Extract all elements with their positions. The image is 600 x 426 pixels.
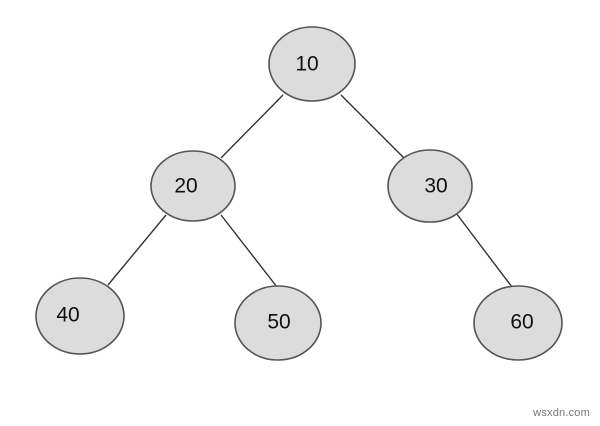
node-label-10: 10 bbox=[295, 53, 318, 76]
node-label-30: 30 bbox=[424, 175, 447, 198]
tree-node-60[interactable]: 60 bbox=[473, 285, 563, 361]
node-label-20: 20 bbox=[174, 175, 197, 198]
tree-edge-n20-n50 bbox=[220, 214, 278, 288]
node-circle-40 bbox=[35, 277, 125, 355]
tree-node-30[interactable]: 30 bbox=[387, 149, 473, 223]
tree-node-40[interactable]: 40 bbox=[35, 277, 125, 355]
tree-edge-n20-n40 bbox=[107, 214, 167, 286]
node-circle-20 bbox=[150, 150, 236, 222]
tree-edge-n10-n20 bbox=[220, 94, 284, 159]
tree-nodes: 10 20 30 40 50 60 bbox=[35, 26, 563, 361]
tree-edges bbox=[107, 94, 513, 288]
node-circle-10 bbox=[268, 26, 356, 102]
node-circle-30 bbox=[387, 149, 473, 223]
tree-node-10[interactable]: 10 bbox=[268, 26, 356, 102]
node-circle-60 bbox=[473, 285, 563, 361]
tree-node-20[interactable]: 20 bbox=[150, 150, 236, 222]
tree-node-50[interactable]: 50 bbox=[234, 285, 322, 361]
node-label-50: 50 bbox=[267, 311, 290, 334]
node-label-40: 40 bbox=[56, 304, 79, 327]
node-circle-50 bbox=[234, 285, 322, 361]
watermark-text: wsxdn.com bbox=[533, 407, 590, 419]
tree-edge-n30-n60 bbox=[455, 212, 513, 288]
tree-edge-n10-n30 bbox=[340, 94, 405, 159]
node-label-60: 60 bbox=[510, 311, 533, 334]
